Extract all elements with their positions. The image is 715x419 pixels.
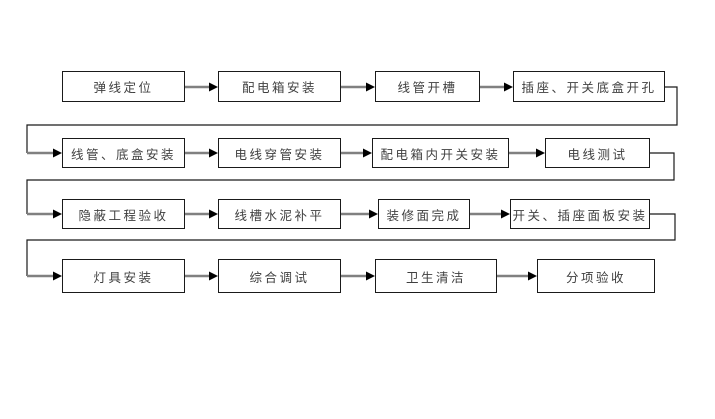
flow-step-row1-col3: 线管开槽	[375, 71, 480, 102]
arrow-right-icon	[470, 209, 510, 219]
arrow-right-icon	[341, 209, 378, 219]
flow-step-row1-col1: 弹线定位	[62, 71, 185, 102]
flow-step-label: 电线穿管安装	[234, 147, 325, 162]
flow-step-label: 配电箱内开关安装	[380, 147, 501, 162]
arrow-right-icon	[185, 271, 218, 281]
flow-step-row4-col4: 分项验收	[537, 259, 655, 293]
flow-step-label: 综合调试	[249, 270, 310, 285]
flow-step-row3-col2: 线槽水泥补平	[218, 199, 341, 229]
arrow-right-icon	[185, 82, 218, 92]
flow-step-label: 灯具安装	[93, 270, 154, 285]
flow-step-label: 隐蔽工程验收	[78, 208, 169, 223]
arrow-right-icon	[27, 148, 62, 158]
flow-step-label: 卫生清洁	[405, 270, 466, 285]
arrow-right-icon	[27, 209, 62, 219]
flow-step-label: 线管、底盒安装	[70, 147, 176, 162]
flow-step-row3-col1: 隐蔽工程验收	[62, 199, 185, 229]
flow-step-row3-col4: 开关、插座面板安装	[510, 199, 650, 229]
flow-step-row4-col2: 综合调试	[218, 259, 341, 293]
flow-step-label: 装修面完成	[386, 208, 462, 223]
arrow-right-icon	[185, 148, 218, 158]
arrow-right-icon	[341, 271, 375, 281]
flow-step-row1-col4: 插座、开关底盒开孔	[513, 71, 665, 102]
flow-step-row2-col1: 线管、底盒安装	[62, 138, 185, 168]
arrow-right-icon	[185, 209, 218, 219]
flow-step-label: 插座、开关底盒开孔	[521, 81, 657, 95]
arrow-right-icon	[497, 271, 537, 281]
arrow-right-icon	[341, 148, 372, 158]
flow-step-row4-col1: 灯具安装	[62, 259, 185, 293]
flow-step-label: 开关、插座面板安装	[512, 208, 648, 223]
arrow-right-icon	[480, 82, 513, 92]
flow-step-row2-col4: 电线测试	[545, 138, 650, 168]
flow-step-label: 配电箱安装	[241, 81, 317, 95]
flow-step-row2-col3: 配电箱内开关安装	[372, 138, 509, 168]
arrow-right-icon	[27, 271, 62, 281]
flow-step-label: 电线测试	[567, 147, 628, 162]
arrow-right-icon	[341, 82, 375, 92]
flow-step-label: 分项验收	[565, 270, 626, 285]
flow-step-label: 弹线定位	[93, 81, 154, 95]
flow-step-label: 线管开槽	[397, 81, 458, 95]
flow-step-row4-col3: 卫生清洁	[375, 259, 497, 293]
arrow-right-icon	[509, 148, 545, 158]
flow-step-row2-col2: 电线穿管安装	[218, 138, 341, 168]
flow-step-label: 线槽水泥补平	[234, 208, 325, 223]
flow-step-row3-col3: 装修面完成	[378, 199, 470, 229]
flow-step-row1-col2: 配电箱安装	[218, 71, 341, 102]
